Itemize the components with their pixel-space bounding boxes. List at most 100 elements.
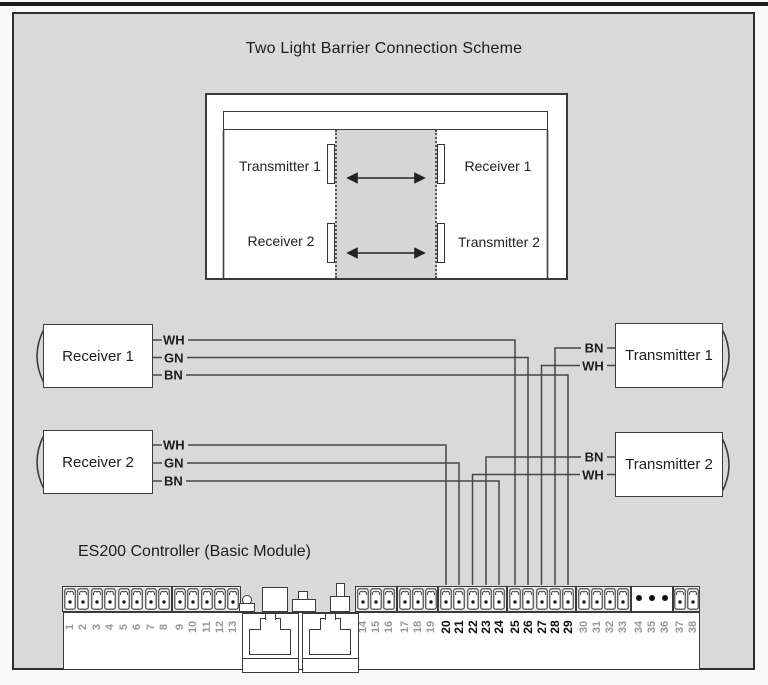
terminal: 28 [548,587,562,634]
terminal: 27 [535,587,549,634]
terminal-number: 35 [645,620,658,634]
terminal-number: 2 [77,623,90,631]
terminal: 1 [63,587,77,630]
wire-color-label: BN [164,367,183,383]
terminal-group-1-8: 1 2 3 4 5 [62,586,172,630]
wire-color-label: WH [163,437,185,453]
receiver-1-label: Receiver 1 [62,347,134,365]
terminal: 21 [452,587,466,634]
jack-frame [249,629,291,655]
wire-color-label: GN [164,455,184,471]
terminal: 12 [213,587,226,633]
terminal-number: 30 [577,620,590,634]
jack-frame [309,629,351,655]
terminal: 17 [398,587,411,633]
terminal: 20 [439,587,453,634]
diagram-title: Two Light Barrier Connection Scheme [245,40,523,57]
terminal-clamp-icon [145,588,157,610]
terminal-clamp-icon [480,588,492,610]
terminal-number: 16 [383,620,396,634]
door-label-transmitter1: Transmitter 1 [239,158,321,174]
controller-label: ES200 Controller (Basic Module) [78,543,311,560]
power-pin-dot [635,595,642,601]
door-label-receiver1: Receiver 1 [464,158,532,174]
terminal-number: 37 [674,620,687,634]
terminal-clamp-icon [617,588,630,610]
jack-plug-clip [265,613,276,620]
power-connector-34-36: 34 35 36 [631,586,673,633]
terminal-number: 28 [547,620,562,634]
terminal-number: 25 [507,620,522,634]
terminal-number: 5 [117,623,130,631]
nub-component-base [292,599,316,612]
power-terminal: 34 [632,587,645,633]
terminal: 13 [227,587,240,633]
terminal-number: 12 [213,620,226,634]
terminal-clamp-icon [453,588,465,610]
pin-component-base [330,596,350,612]
terminal-clamp-icon [104,588,116,610]
door-label-transmitter2: Transmitter 2 [458,234,540,250]
terminal-number: 38 [686,620,699,634]
terminal-number: 20 [438,620,453,634]
box-component [262,587,288,612]
page-top-edge [0,2,768,6]
terminal: 37 [674,587,687,633]
terminal-number: 21 [452,620,467,634]
terminal-group-14-16: 14 15 16 [355,586,397,633]
terminal-number: 11 [200,621,213,633]
terminal-number: 6 [131,623,144,631]
terminal: 22 [466,587,480,634]
terminal: 38 [687,587,700,633]
jack-divider [303,658,358,659]
receiver-2-label: Receiver 2 [62,453,134,471]
terminal-clamp-icon [131,588,143,610]
dome-button-base [239,603,255,612]
transmitter-2-box: Transmitter 2 [615,432,723,497]
terminal: 24 [492,587,506,634]
jack-plug-clip [325,613,336,620]
terminal-clamp-icon [577,588,590,610]
terminal-number: 1 [63,623,76,631]
wire-color-label: BN [584,340,604,356]
terminal: 10 [186,587,199,633]
transmitter-1-box: Transmitter 1 [615,323,723,388]
terminal: 5 [117,587,131,630]
terminal-number: 18 [411,620,424,634]
terminal-number: 10 [187,620,200,634]
terminal: 7 [144,587,158,630]
jack-divider [243,658,298,659]
terminal-clamp-icon [466,588,479,610]
wire-color-label: BN [584,449,604,465]
terminal-group-37-38: 37 38 [673,586,700,633]
terminal-number: 22 [465,620,480,634]
terminal: 32 [604,587,617,633]
terminal: 9 [173,587,186,630]
terminal: 2 [77,587,91,630]
terminal-number: 23 [478,620,493,634]
terminal: 23 [479,587,493,634]
terminal-clamp-icon [549,588,561,610]
terminal: 33 [617,587,630,633]
door-opening-area [335,130,437,278]
terminal-clamp-icon [687,588,699,610]
terminal-number: 7 [144,623,157,631]
terminal-clamp-icon [227,588,240,610]
terminal-clamp-icon [493,588,506,610]
terminal: 11 [200,587,213,633]
terminal-clamp-icon [591,588,603,610]
terminal-clamp-icon [118,588,130,610]
terminal-clamp-icon [535,588,548,610]
terminal-group-9-13: 9 10 11 12 13 [172,586,241,633]
terminal-number: 33 [617,620,630,634]
terminal-number: 13 [227,620,240,634]
terminal-clamp-icon [439,588,452,610]
terminal: 29 [561,587,575,634]
terminal-number: 26 [521,620,536,634]
wire-color-label: WH [582,467,604,482]
door-header-track [223,111,548,130]
terminal-clamp-icon [77,588,89,610]
terminal-clamp-icon [411,588,424,610]
terminal-clamp-icon [64,588,76,610]
rj45-jack-2 [302,613,359,673]
